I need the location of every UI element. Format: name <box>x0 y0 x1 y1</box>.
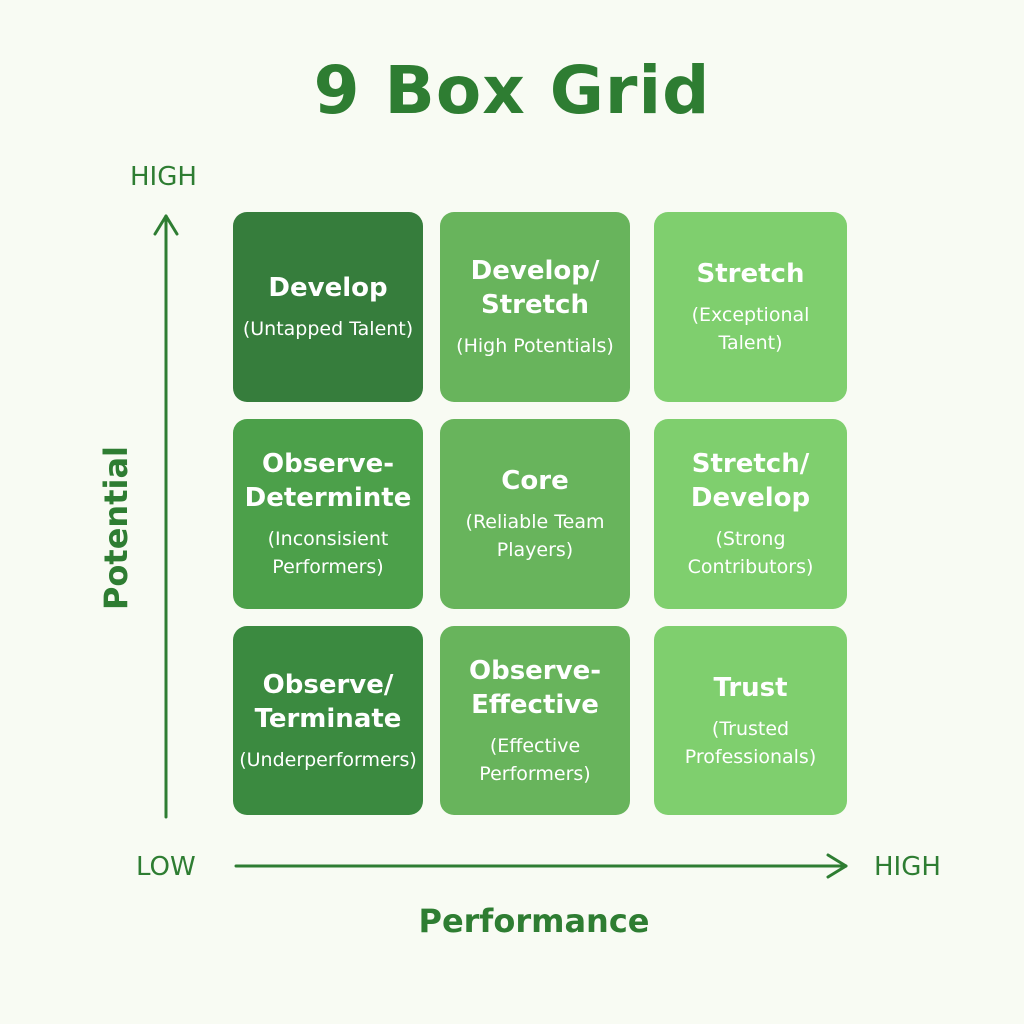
x-axis-low-label: LOW <box>136 852 196 882</box>
box-develop-stretch: Develop/ Stretch (High Potentials) <box>440 212 630 402</box>
box-observe-determinte: Observe- Determinte (Inconsisient Perfor… <box>233 419 423 609</box>
box-title: Develop <box>268 273 388 303</box>
box-subtitle: (Strong Contributors) <box>687 528 814 578</box>
box-title: Observe- Determinte <box>244 449 412 513</box>
box-develop: Develop (Untapped Talent) <box>233 212 423 402</box>
box-stretch: Stretch (Exceptional Talent) <box>654 212 847 402</box>
box-stretch-develop: Stretch/ Develop (Strong Contributors) <box>654 419 847 609</box>
box-title: Observe/ Terminate <box>254 669 402 734</box>
box-observe-terminate: Observe/ Terminate (Underperformers) <box>233 626 423 815</box>
box-subtitle: (Reliable Team Players) <box>465 511 605 561</box>
y-axis-high-label: HIGH <box>130 162 197 192</box>
box-title: Core <box>501 466 569 496</box>
box-subtitle: (Effective Performers) <box>479 734 591 785</box>
box-title: Develop/ Stretch <box>470 256 600 320</box>
box-subtitle: (Underperformers) <box>239 748 417 771</box>
box-trust: Trust (Trusted Professionals) <box>654 626 847 815</box>
box-subtitle: (Trusted Professionals) <box>684 717 817 768</box>
box-core: Core (Reliable Team Players) <box>440 419 630 609</box>
box-title: Observe- Effective <box>468 655 602 720</box>
box-observe-effective: Observe- Effective (Effective Performers… <box>440 626 630 815</box>
x-axis-arrow <box>234 853 848 879</box>
page-title: 9 Box Grid <box>313 52 711 129</box>
box-subtitle: (Inconsisient Performers) <box>267 528 389 578</box>
box-subtitle: (Exceptional Talent) <box>691 304 810 354</box>
box-subtitle: (Untapped Talent) <box>242 318 414 340</box>
x-axis-title: Performance <box>418 902 650 940</box>
y-axis-title: Potential <box>97 445 135 611</box>
y-axis-arrow <box>153 214 179 819</box>
box-title: Stretch/ Develop <box>690 449 811 513</box>
box-title: Stretch <box>696 259 805 289</box>
box-subtitle: (High Potentials) <box>456 335 614 357</box>
x-axis-high-label: HIGH <box>874 852 941 882</box>
box-title: Trust <box>713 672 788 703</box>
